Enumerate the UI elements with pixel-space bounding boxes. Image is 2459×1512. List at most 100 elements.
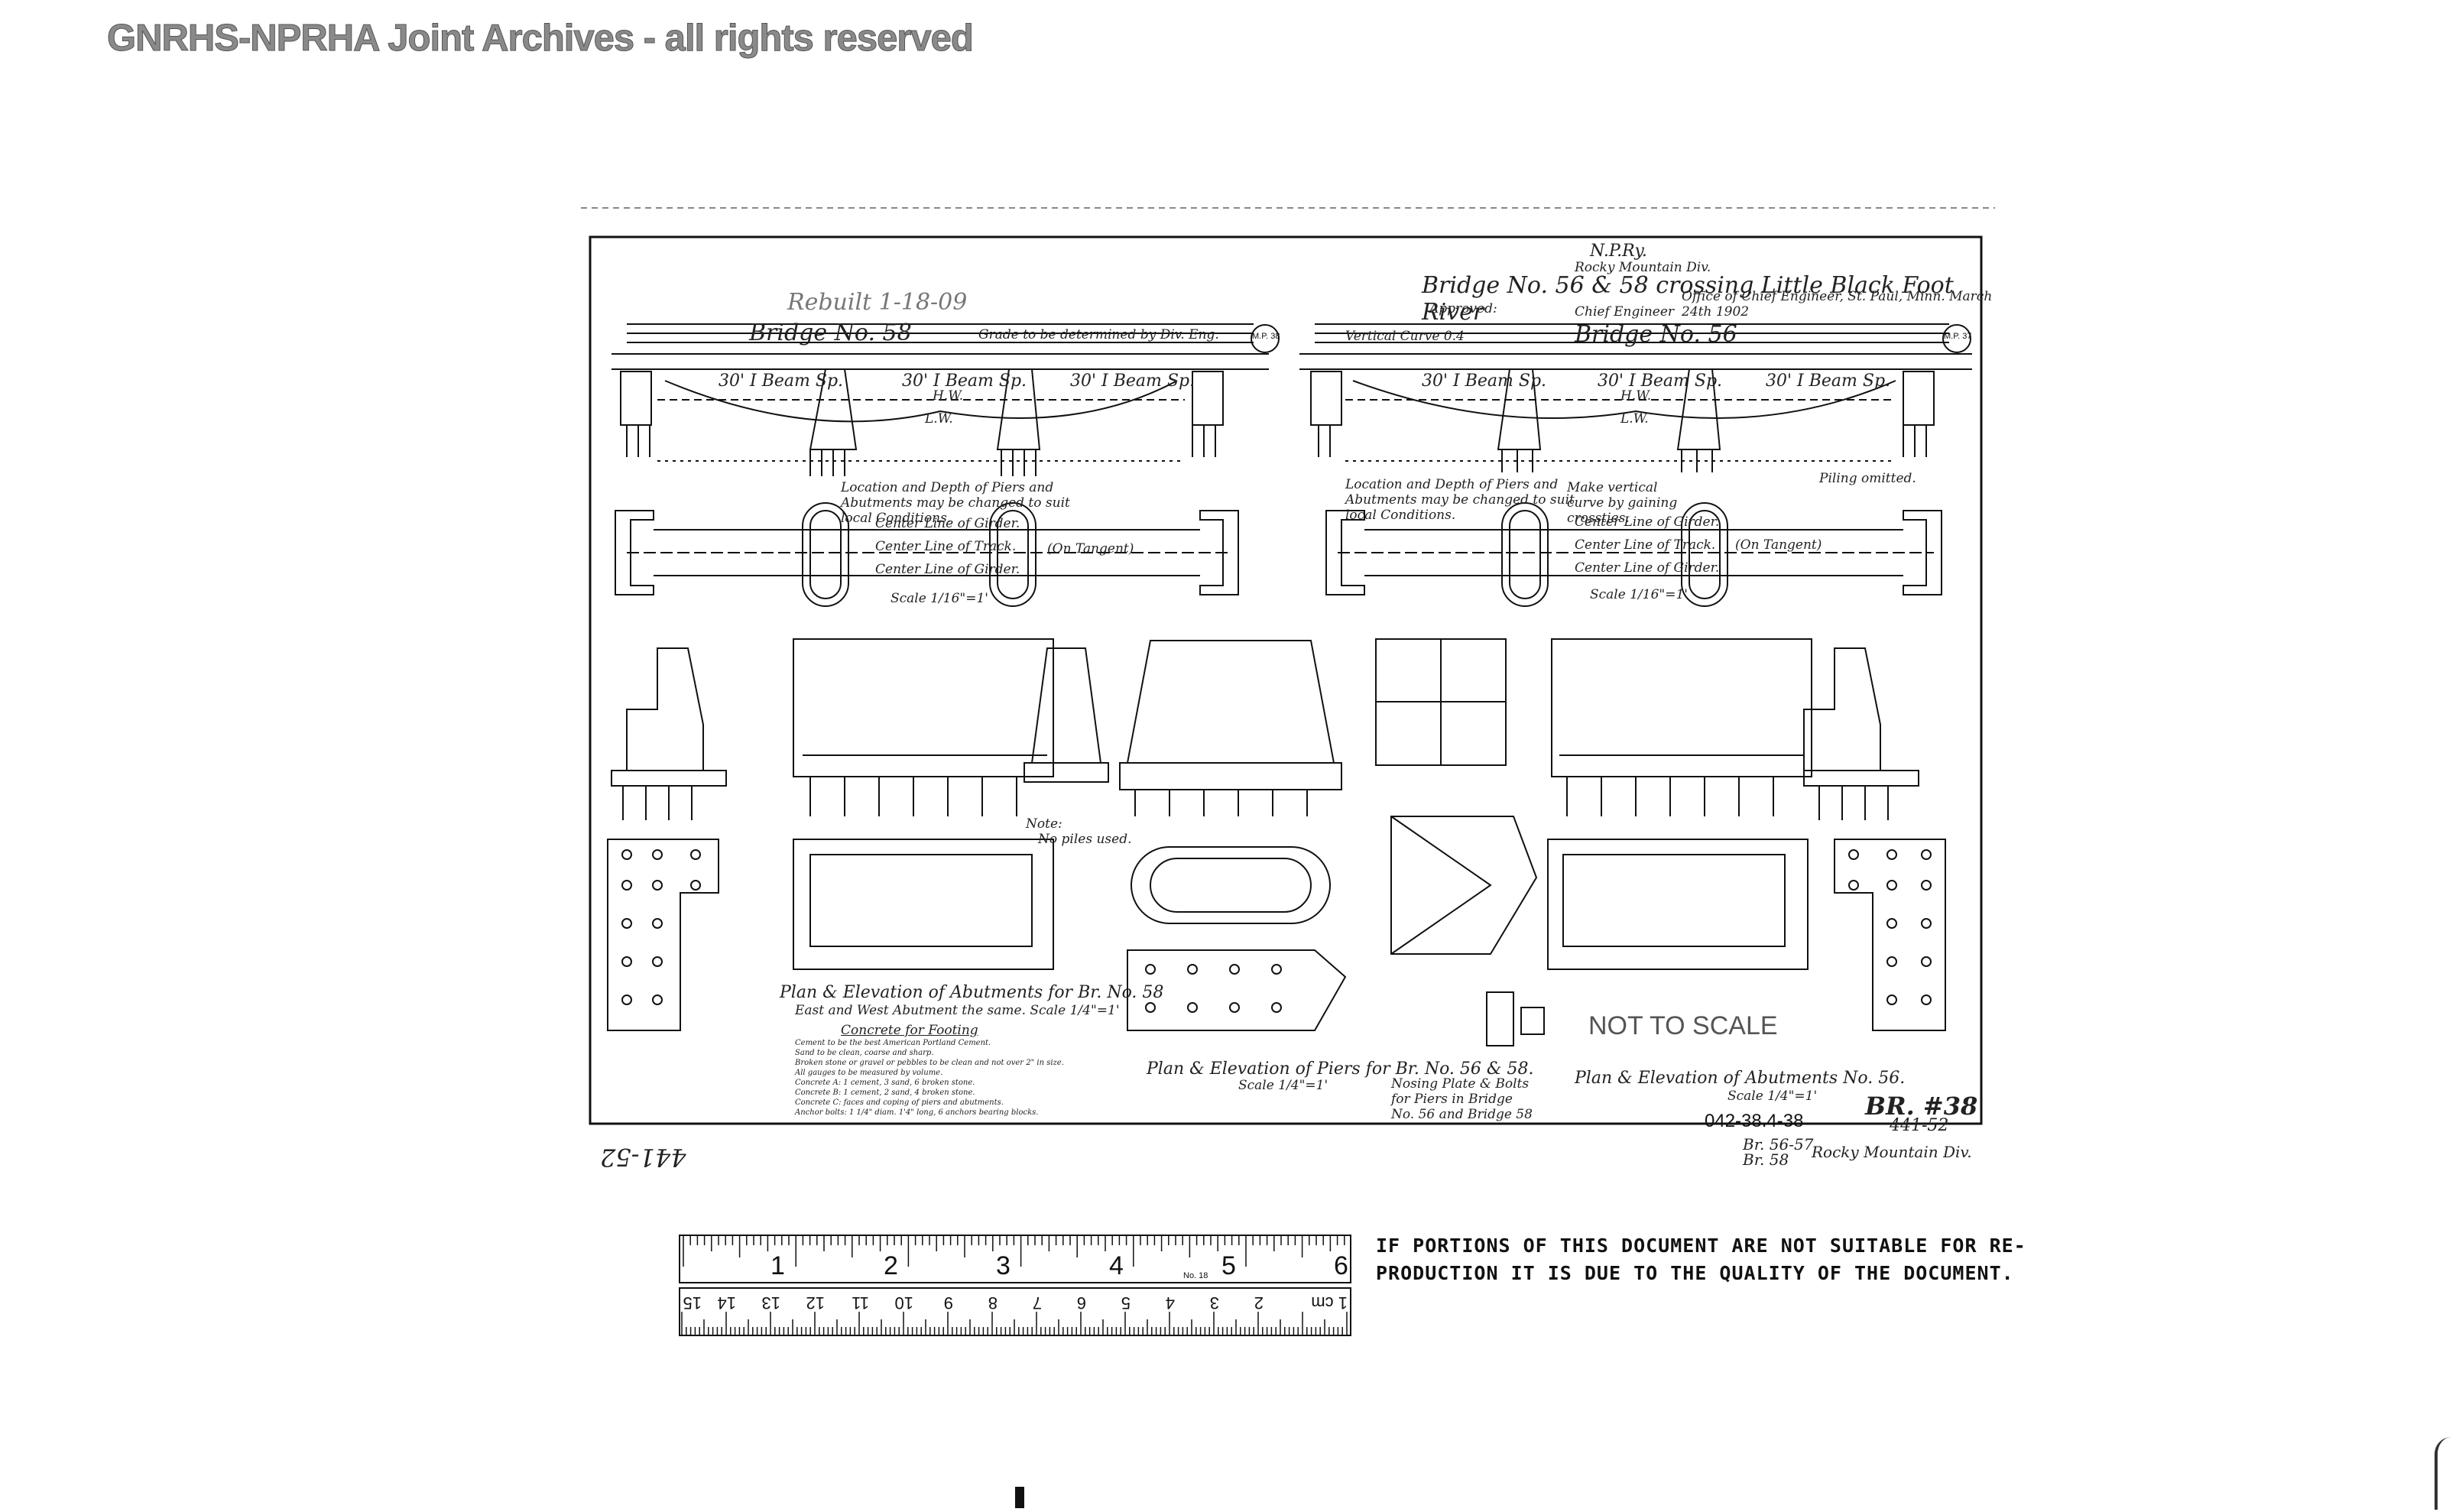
cm-label: 10 bbox=[894, 1293, 913, 1312]
piling-note: Piling omitted. bbox=[1819, 471, 1916, 486]
concrete-line: Concrete A: 1 cement, 3 sand, 6 broken s… bbox=[795, 1079, 975, 1087]
bridge-stamp: BR. #38 bbox=[1865, 1092, 1978, 1121]
beam-span-58-b: 30' I Beam Sp. bbox=[902, 372, 1027, 391]
bottom-note-division: Rocky Mountain Div. bbox=[1812, 1143, 1972, 1161]
caption-abutment-56: Plan & Elevation of Abutments No. 56. bbox=[1575, 1069, 1906, 1088]
ruler-labels: 1 2 3 4 5 6 No. 18 1 cm 2 3 4 5 6 7 8 9 … bbox=[679, 1235, 1351, 1349]
location-note-56: Location and Depth of Piers and Abutment… bbox=[1345, 477, 1575, 523]
low-water-58: L.W. bbox=[925, 411, 953, 427]
caption-piers-scale: Scale 1/4"=1' bbox=[1238, 1078, 1328, 1093]
scale-main-56: Scale 1/16"=1' bbox=[1590, 587, 1688, 602]
pier-details bbox=[1024, 640, 1347, 1031]
concrete-line: Sand to be clean, coarse and sharp. bbox=[795, 1049, 934, 1057]
caption-abutment-58: Plan & Elevation of Abutments for Br. No… bbox=[780, 983, 1164, 1002]
concrete-line: Anchor bolts: 1 1/4" diam. 1'4" long, 6 … bbox=[795, 1108, 1039, 1117]
center-girder-56-b: Center Line of Girder. bbox=[1575, 560, 1720, 576]
abutment-56-details bbox=[1547, 638, 1946, 1031]
cm-label: 2 bbox=[1254, 1293, 1264, 1312]
cm-label: 6 bbox=[1076, 1293, 1086, 1312]
cm-label: 11 bbox=[852, 1293, 869, 1312]
concrete-specifications: Cement to be the best American Portland … bbox=[795, 1038, 1139, 1118]
measuring-ruler: 1 2 3 4 5 6 No. 18 1 cm 2 3 4 5 6 7 8 9 … bbox=[679, 1235, 1359, 1349]
center-girder-58-b: Center Line of Girder. bbox=[875, 562, 1020, 577]
grade-note: Grade to be determined by Div. Eng. bbox=[978, 327, 1219, 342]
concrete-line: Concrete B: 1 cement, 2 sand, 4 broken s… bbox=[795, 1089, 975, 1097]
bridge-drawing: N.P.Ry. Rocky Mountain Div. Bridge No. 5… bbox=[581, 205, 1995, 1164]
cm-label: 5 bbox=[1121, 1293, 1131, 1312]
inch-label: 6 bbox=[1334, 1251, 1348, 1280]
ruler-model: No. 18 bbox=[1183, 1271, 1208, 1280]
on-tangent-58: (On Tangent) bbox=[1047, 541, 1134, 556]
concrete-line: Cement to be the best American Portland … bbox=[795, 1039, 991, 1047]
approved-label: Approved: bbox=[1429, 301, 1497, 316]
caption-abutment-56-sub: Scale 1/4"=1' bbox=[1727, 1089, 1818, 1104]
vertical-curve-note: Make vertical curve by gaining crossties… bbox=[1567, 480, 1678, 526]
no-piles-note: No piles used. bbox=[1038, 832, 1132, 847]
cm-label: 4 bbox=[1165, 1293, 1175, 1312]
drawing-linework bbox=[581, 207, 1995, 1125]
center-track-58: Center Line of Track. bbox=[875, 539, 1017, 554]
office-note: Office of Chief Engineer, St. Paul, Minn… bbox=[1682, 289, 1993, 320]
plan-bridge-58 bbox=[615, 502, 1239, 607]
abutment-58-details bbox=[607, 638, 1054, 1031]
division-label: Rocky Mountain Div. bbox=[1575, 260, 1711, 275]
cm-label: 13 bbox=[761, 1293, 780, 1312]
mile-post-37: M.P. 37 bbox=[1944, 332, 1972, 341]
beam-span-56-b: 30' I Beam Sp. bbox=[1598, 372, 1723, 391]
drawing-number: 042-38.4-38 bbox=[1705, 1111, 1804, 1131]
cm-label: 14 bbox=[717, 1293, 736, 1312]
low-water-56: L.W. bbox=[1620, 411, 1649, 427]
nosing-plate-details bbox=[1375, 638, 1545, 1046]
bridge-56-label: Bridge No. 56 bbox=[1575, 321, 1737, 348]
center-girder-58-a: Center Line of Girder. bbox=[875, 516, 1020, 531]
inch-label: 2 bbox=[884, 1251, 898, 1280]
concrete-heading: Concrete for Footing bbox=[841, 1023, 978, 1038]
inch-label: 4 bbox=[1109, 1251, 1124, 1280]
reproduction-notice: IF PORTIONS OF THIS DOCUMENT ARE NOT SUI… bbox=[1376, 1232, 2049, 1287]
concrete-line: All gauges to be measured by volume. bbox=[795, 1069, 943, 1077]
cm-label: 15 bbox=[683, 1293, 702, 1312]
center-track-56: Center Line of Track. bbox=[1575, 537, 1716, 553]
plan-bridge-56 bbox=[1325, 502, 1942, 607]
bottom-note-br58: Br. 58 bbox=[1743, 1150, 1789, 1169]
beam-span-56-a: 30' I Beam Sp. bbox=[1422, 372, 1547, 391]
cm-label: 12 bbox=[806, 1293, 825, 1312]
concrete-line: Concrete C: faces and coping of piers an… bbox=[795, 1098, 1004, 1107]
bridge-title: Bridge No. 56 & 58 crossing Little Black… bbox=[1422, 272, 1954, 326]
high-water-56: H.W. bbox=[1620, 388, 1652, 404]
chief-engineer-label: Chief Engineer bbox=[1575, 304, 1675, 320]
beam-span-58-c: 30' I Beam Sp. bbox=[1070, 372, 1195, 391]
rebuilt-note: Rebuilt 1-18-09 bbox=[787, 289, 968, 316]
cm-label: 8 bbox=[988, 1293, 998, 1312]
archive-title: GNRHS-NPRHA Joint Archives - all rights … bbox=[107, 18, 975, 60]
cm-label: 3 bbox=[1209, 1293, 1219, 1312]
caption-abutment-58-sub: East and West Abutment the same. Scale 1… bbox=[795, 1003, 1120, 1018]
caption-nosing: Nosing Plate & Bolts for Piers in Bridge… bbox=[1391, 1076, 1533, 1122]
ruler-graphic bbox=[679, 1235, 1359, 1336]
bridge-58-label: Bridge No. 58 bbox=[749, 320, 912, 346]
mile-post-38: M.P. 38 bbox=[1252, 332, 1280, 341]
note-label: Note: bbox=[1026, 816, 1062, 832]
cm-label: 9 bbox=[943, 1293, 953, 1312]
beam-span-58-a: 30' I Beam Sp. bbox=[719, 372, 844, 391]
elevation-bridge-58 bbox=[612, 323, 1280, 476]
cm-label: 7 bbox=[1032, 1293, 1042, 1312]
scan-mark bbox=[1015, 1487, 1024, 1508]
bottom-note-br56: Br. 56-57 bbox=[1743, 1135, 1814, 1153]
high-water-58: H.W. bbox=[933, 388, 964, 404]
inch-label: 3 bbox=[996, 1251, 1011, 1280]
inch-label: 5 bbox=[1221, 1251, 1236, 1280]
on-tangent-56: (On Tangent) bbox=[1735, 537, 1822, 553]
elevation-bridge-56 bbox=[1299, 323, 1972, 472]
beam-span-56-c: 30' I Beam Sp. bbox=[1766, 372, 1891, 391]
scan-edge bbox=[2435, 1437, 2451, 1510]
inch-label: 1 bbox=[770, 1251, 785, 1280]
railway-label: N.P.Ry. bbox=[1590, 242, 1647, 261]
concrete-line: Broken stone or gravel or pebbles to be … bbox=[795, 1059, 1064, 1067]
location-note-58: Location and Depth of Piers and Abutment… bbox=[841, 480, 1070, 526]
stamp-code: 441-52 bbox=[1890, 1116, 1949, 1135]
notice-line-1: IF PORTIONS OF THIS DOCUMENT ARE NOT SUI… bbox=[1376, 1235, 2026, 1257]
cm-label: 1 cm bbox=[1311, 1293, 1348, 1312]
caption-piers: Plan & Elevation of Piers for Br. No. 56… bbox=[1147, 1059, 1534, 1079]
cm-scale: 1 cm 2 3 4 5 6 7 8 9 10 11 12 13 14 15 bbox=[679, 1288, 1351, 1335]
